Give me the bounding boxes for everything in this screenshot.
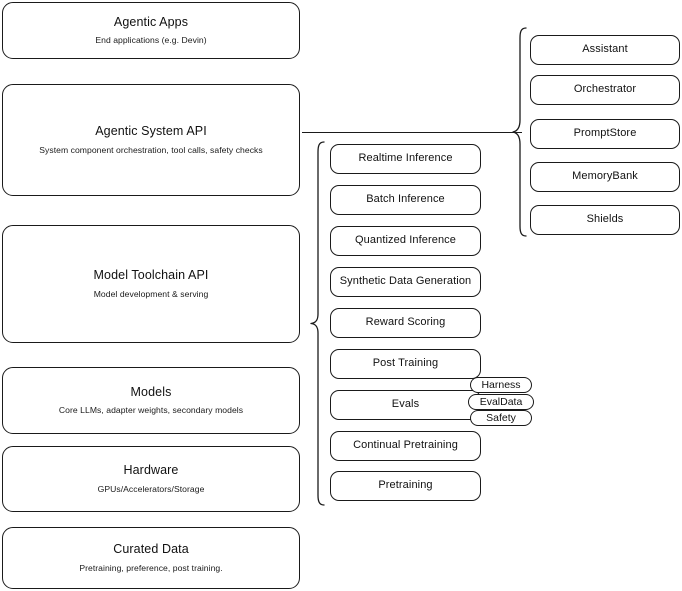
system-label: Shields (586, 213, 624, 226)
toolchain-label: Batch Inference (366, 193, 445, 206)
layer-box-agentic-system-api[interactable]: Agentic System API System component orch… (2, 84, 300, 196)
system-label: PromptStore (573, 127, 637, 140)
toolchain-box-continual-pretraining[interactable]: Continual Pretraining (330, 431, 481, 461)
layer-title: Agentic System API (95, 124, 207, 139)
toolchain-label: Quantized Inference (355, 234, 456, 247)
layer-subtitle: Core LLMs, adapter weights, secondary mo… (58, 405, 244, 416)
layer-title: Curated Data (113, 542, 189, 557)
toolchain-box-batch-inference[interactable]: Batch Inference (330, 185, 481, 215)
toolchain-box-quantized-inference[interactable]: Quantized Inference (330, 226, 481, 256)
layer-subtitle: Model development & serving (93, 288, 209, 299)
brace-toolchain (310, 141, 325, 506)
system-box-promptstore[interactable]: PromptStore (530, 119, 680, 149)
toolchain-box-realtime-inference[interactable]: Realtime Inference (330, 144, 481, 174)
layer-title: Models (130, 384, 172, 399)
evals-pill-harness[interactable]: Harness (470, 377, 532, 393)
toolchain-box-pretraining[interactable]: Pretraining (330, 471, 481, 501)
system-box-shields[interactable]: Shields (530, 205, 680, 235)
brace-system-components (512, 27, 527, 237)
toolchain-box-evals[interactable]: Evals (330, 390, 481, 420)
system-label: Assistant (582, 43, 628, 56)
toolchain-label: Synthetic Data Generation (339, 275, 472, 288)
toolchain-box-post-training[interactable]: Post Training (330, 349, 481, 379)
system-label: MemoryBank (572, 170, 638, 183)
toolchain-label: Evals (391, 398, 420, 411)
toolchain-label: Reward Scoring (365, 316, 446, 329)
layer-box-model-toolchain-api[interactable]: Model Toolchain API Model development & … (2, 225, 300, 343)
toolchain-label: Realtime Inference (358, 152, 453, 165)
layer-subtitle: End applications (e.g. Devin) (95, 35, 207, 46)
layer-subtitle: System component orchestration, tool cal… (39, 144, 263, 155)
layer-box-hardware[interactable]: Hardware GPUs/Accelerators/Storage (2, 446, 300, 512)
layer-title: Model Toolchain API (93, 268, 209, 283)
system-box-assistant[interactable]: Assistant (530, 35, 680, 65)
layer-subtitle: Pretraining, preference, post training. (79, 562, 223, 573)
toolchain-box-reward-scoring[interactable]: Reward Scoring (330, 308, 481, 338)
layer-box-agentic-apps[interactable]: Agentic Apps End applications (e.g. Devi… (2, 2, 300, 59)
connector-line-system-api-to-components (302, 132, 522, 134)
toolchain-box-synthetic-data-generation[interactable]: Synthetic Data Generation (330, 267, 481, 297)
evals-pill-evaldata[interactable]: EvalData (468, 394, 534, 410)
layer-box-models[interactable]: Models Core LLMs, adapter weights, secon… (2, 367, 300, 434)
layer-box-curated-data[interactable]: Curated Data Pretraining, preference, po… (2, 527, 300, 589)
toolchain-label: Continual Pretraining (353, 439, 458, 452)
layer-title: Hardware (123, 463, 179, 478)
system-label: Orchestrator (573, 83, 637, 96)
system-box-orchestrator[interactable]: Orchestrator (530, 75, 680, 105)
layer-subtitle: GPUs/Accelerators/Storage (97, 483, 205, 494)
toolchain-label: Post Training (372, 357, 439, 370)
evals-pill-safety[interactable]: Safety (470, 410, 532, 426)
system-box-memorybank[interactable]: MemoryBank (530, 162, 680, 192)
layer-title: Agentic Apps (113, 14, 189, 29)
toolchain-label: Pretraining (378, 479, 433, 492)
